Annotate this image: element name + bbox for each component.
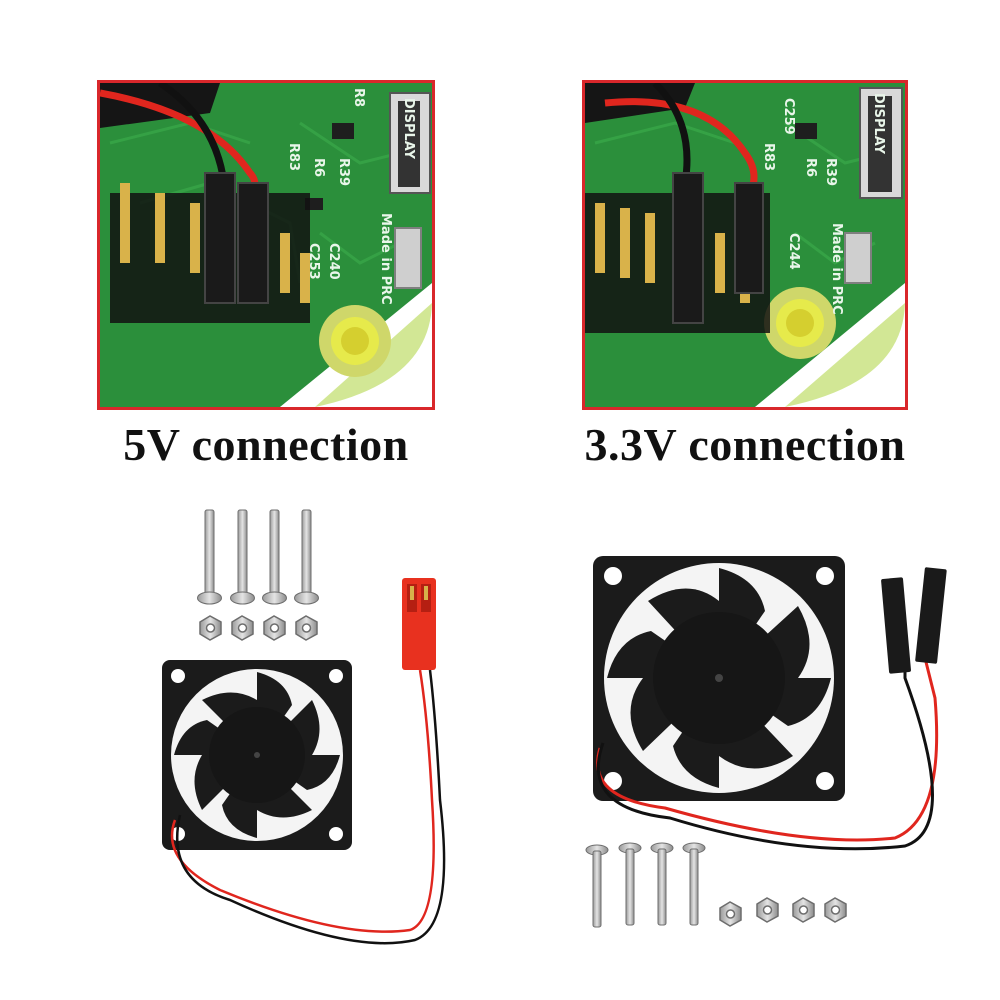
silk-label: C244	[786, 233, 801, 270]
pcb-closeup-5v: DISPLAY Made in PRC R6 R39 C240 C253 R83…	[100, 83, 432, 407]
silk-made-in-label: Made in PRC	[378, 213, 393, 305]
silk-label: R83	[286, 143, 301, 171]
silk-label: R8	[351, 88, 366, 107]
silk-label: R39	[823, 158, 838, 186]
caption-3v3: 3.3V connection	[584, 419, 906, 470]
fan-small	[162, 660, 352, 850]
silk-made-in-label: Made in PRC	[829, 223, 844, 315]
silk-display-label: DISPLAY	[871, 93, 886, 155]
fan-kit-dupont	[585, 556, 947, 928]
nuts	[199, 615, 318, 641]
fan-kit-jst	[162, 509, 446, 945]
screws	[197, 509, 319, 605]
silk-display-label: DISPLAY	[401, 98, 416, 160]
dupont-connectors	[881, 567, 947, 674]
screws	[585, 842, 706, 928]
fan-large	[593, 556, 845, 801]
silk-label: C240	[326, 243, 341, 280]
photo-3v3-connection: DISPLAY Made in PRC C259 R6 R39 C244 R83	[582, 80, 908, 410]
silk-label: R6	[311, 158, 326, 177]
jst-connector	[402, 578, 436, 670]
photo-5v-connection: DISPLAY Made in PRC R6 R39 C240 C253 R83…	[97, 80, 435, 410]
pcb-closeup-3v3: DISPLAY Made in PRC C259 R6 R39 C244 R83	[585, 83, 905, 407]
caption-5v: 5V connection	[123, 419, 409, 470]
silk-label: R6	[803, 158, 818, 177]
silk-label: C259	[781, 98, 796, 135]
silk-label: R39	[336, 158, 351, 186]
nuts	[719, 897, 847, 927]
silk-label: R83	[761, 143, 776, 171]
silk-label: C253	[306, 243, 321, 280]
